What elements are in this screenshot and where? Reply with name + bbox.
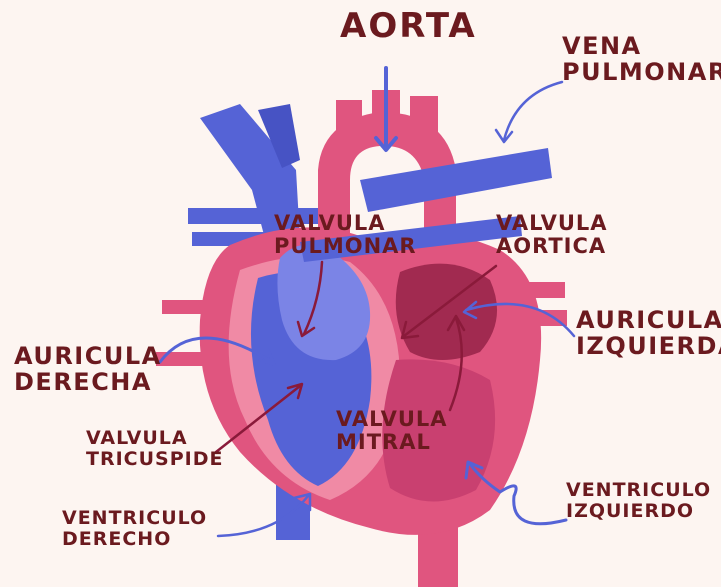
label-valvula-pulmonar: VALVULA PULMONAR [274, 212, 417, 257]
label-auricula-derecha-line1: AURICULA [14, 344, 162, 370]
aorta-branch-3 [410, 96, 438, 132]
label-auricula-izquierda-line1: AURICULA [576, 308, 721, 334]
label-valvula-aortica-line1: VALVULA [496, 212, 608, 235]
label-valvula-mitral: VALVULA MITRAL [336, 408, 448, 453]
label-ventriculo-derecho-line2: DERECHO [62, 529, 207, 550]
label-valvula-pulmonar-line1: VALVULA [274, 212, 417, 235]
label-valvula-tricuspide: VALVULA TRICUSPIDE [86, 428, 223, 469]
label-ventriculo-derecho: VENTRICULO DERECHO [62, 508, 207, 549]
label-valvula-tricuspide-line2: TRICUSPIDE [86, 449, 223, 470]
pulmonary-vein-right-2 [505, 310, 567, 326]
pulmonary-vein-left-2 [156, 352, 212, 366]
aorta-branch-1 [336, 100, 362, 140]
label-auricula-derecha: AURICULA DERECHA [14, 344, 162, 396]
label-ventriculo-izquierdo: VENTRICULO IZQUIERDO [566, 480, 711, 521]
vena-pulmonar-arrow [496, 82, 562, 142]
label-valvula-mitral-line2: MITRAL [336, 431, 448, 454]
pulmonary-vein-right-1 [505, 282, 565, 298]
label-ventriculo-izquierdo-line2: IZQUIERDO [566, 501, 711, 522]
label-auricula-derecha-line2: DERECHA [14, 370, 162, 396]
label-valvula-tricuspide-line1: VALVULA [86, 428, 223, 449]
label-vena-pulmonar: VENA PULMONAR [562, 34, 721, 86]
label-valvula-pulmonar-line2: PULMONAR [274, 235, 417, 258]
label-vena-pulmonar-line2: PULMONAR [562, 60, 721, 86]
label-vena-pulmonar-line1: VENA [562, 34, 721, 60]
pulmonary-vein-left-1 [162, 300, 214, 314]
label-ventriculo-derecho-line1: VENTRICULO [62, 508, 207, 529]
label-valvula-mitral-line1: VALVULA [336, 408, 448, 431]
label-aorta-text: AORTA [340, 8, 477, 45]
label-valvula-aortica: VALVULA AORTICA [496, 212, 608, 257]
label-aorta: AORTA [340, 8, 477, 45]
label-ventriculo-izquierdo-line1: VENTRICULO [566, 480, 711, 501]
label-valvula-aortica-line2: AORTICA [496, 235, 608, 258]
